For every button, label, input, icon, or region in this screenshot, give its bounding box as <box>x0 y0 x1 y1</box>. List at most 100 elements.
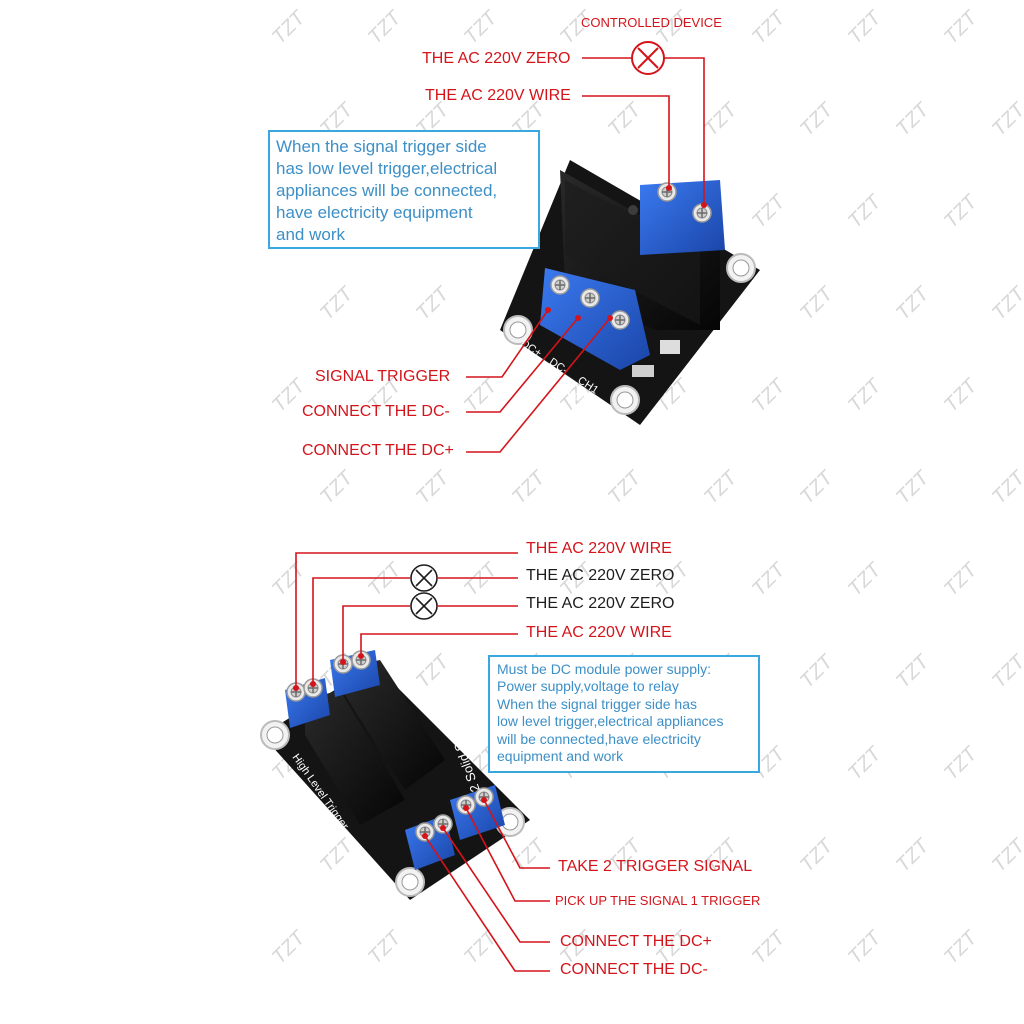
watermark-text: TZT <box>748 374 791 417</box>
watermark-text: TZT <box>892 650 935 693</box>
watermark-text: TZT <box>892 282 935 325</box>
watermark-text: TZT <box>412 650 455 693</box>
watermark-text: TZT <box>844 6 887 49</box>
watermark-text: TZT <box>988 282 1024 325</box>
top-note-line: have electricity equipment <box>276 203 473 222</box>
watermark-text: TZT <box>892 466 935 509</box>
bottom-connect-dc-minus-label: CONNECT THE DC- <box>560 961 708 978</box>
watermark-text: TZT <box>460 374 503 417</box>
bottom-load-symbol-1 <box>410 564 438 592</box>
bottom-note-line: will be connected,have electricity <box>497 730 701 747</box>
watermark-text: TZT <box>700 466 743 509</box>
bottom-dc-minus-line <box>424 835 550 972</box>
watermark-text: TZT <box>844 374 887 417</box>
bottom-wire-ends <box>293 653 487 839</box>
watermark-text: TZT <box>268 926 311 969</box>
watermark-text: TZT <box>748 6 791 49</box>
bottom-relay-1 <box>305 690 405 825</box>
watermark-text: TZT <box>364 926 407 969</box>
top-note-line: has low level trigger,electrical <box>276 159 498 178</box>
watermark-text: TZT <box>940 926 983 969</box>
watermark-text: TZT <box>268 6 311 49</box>
watermark-text: TZT <box>316 834 359 877</box>
bottom-ac-wire-2-line <box>360 633 518 656</box>
watermark-text: TZT <box>892 98 935 141</box>
watermark-text: TZT <box>988 98 1024 141</box>
bottom-ac-zero-2-line-a <box>342 605 410 662</box>
bottom-ac-zero-1-label: THE AC 220V ZERO <box>526 567 675 584</box>
top-signal-trigger-line <box>466 309 549 378</box>
top-dc-terminal-block <box>540 268 650 370</box>
watermark-text: TZT <box>268 558 311 601</box>
top-controlled-device-symbol <box>631 41 665 75</box>
watermark-text: TZT <box>460 558 503 601</box>
bottom-load-symbol-2 <box>410 592 438 620</box>
watermark-text: TZT <box>988 650 1024 693</box>
controlled-device-label: CONTROLLED DEVICE <box>581 15 722 30</box>
top-ac-zero-label: THE AC 220V ZERO <box>422 50 571 67</box>
watermark-text: TZT <box>412 282 455 325</box>
watermark-text: TZT <box>700 98 743 141</box>
watermark-text: TZT <box>796 466 839 509</box>
top-info-note: When the signal trigger side has low lev… <box>268 130 540 249</box>
bottom-wiring <box>295 552 550 972</box>
top-pin-header <box>660 340 680 354</box>
top-ac-screw-1 <box>657 182 677 202</box>
top-ac-wire-line <box>582 95 670 188</box>
watermark-text: TZT <box>940 190 983 233</box>
top-dc-plus-line <box>466 317 611 453</box>
bottom-mounting-hole-left <box>260 720 290 750</box>
watermark-text: TZT <box>364 558 407 601</box>
bottom-take-2-label: TAKE 2 TRIGGER SIGNAL <box>558 858 753 875</box>
watermark-text: TZT <box>316 466 359 509</box>
top-relay-face <box>565 180 700 325</box>
bottom-ac-wire-1-label: THE AC 220V WIRE <box>526 540 672 557</box>
watermark-text: TZT <box>460 6 503 49</box>
bottom-note-line: When the signal trigger side has <box>497 695 697 712</box>
bottom-pick-1-label: PICK UP THE SIGNAL 1 TRIGGER <box>555 893 761 908</box>
top-ac-zero-to-terminal <box>664 57 705 205</box>
top-relay-led <box>628 205 638 215</box>
watermark-text: TZT <box>988 466 1024 509</box>
watermark-text: TZT <box>508 834 551 877</box>
top-note-line: and work <box>276 225 345 244</box>
bottom-note-line: equipment and work <box>497 748 624 765</box>
dual-channel-ssr-board: High Level Trigger 2 Solid St <box>260 650 530 900</box>
bottom-ac-zero-2-label: THE AC 220V ZERO <box>526 595 675 612</box>
watermark-text: TZT <box>844 742 887 785</box>
watermark-text: TZT <box>940 6 983 49</box>
watermark-text: TZT <box>748 558 791 601</box>
bottom-connect-dc-plus-label: CONNECT THE DC+ <box>560 933 712 950</box>
watermark-text: TZT <box>892 834 935 877</box>
top-connect-dc-plus-label: CONNECT THE DC+ <box>302 442 454 459</box>
top-mounting-hole-right <box>726 253 756 283</box>
bottom-dc-plus-line <box>442 827 550 943</box>
watermark-text: TZT <box>844 558 887 601</box>
top-wiring <box>466 57 705 453</box>
watermark-text: TZT <box>508 466 551 509</box>
top-mounting-hole-bottom <box>610 385 640 415</box>
bottom-note-line: low level trigger,electrical appliances <box>497 713 724 730</box>
top-dc-minus-line <box>466 317 579 413</box>
bottom-note-line: Must be DC module power supply: <box>497 661 711 677</box>
watermark-text: TZT <box>844 190 887 233</box>
top-ac-wire-label: THE AC 220V WIRE <box>425 87 571 104</box>
watermark-text: TZT <box>940 558 983 601</box>
bottom-mounting-hole-bottom <box>395 867 425 897</box>
bottom-take-2-line <box>483 799 550 869</box>
top-connect-dc-minus-label: CONNECT THE DC- <box>302 403 450 420</box>
top-signal-trigger-label: SIGNAL TRIGGER <box>315 368 451 385</box>
watermark-text: TZT <box>412 466 455 509</box>
top-dc-screw-1 <box>550 275 570 295</box>
watermark-text: TZT <box>604 98 647 141</box>
watermark-text: TZT <box>844 926 887 969</box>
watermark-text: TZT <box>748 190 791 233</box>
watermark-text: TZT <box>796 282 839 325</box>
top-smd-component <box>632 365 654 377</box>
bottom-ac-wire-1-line <box>295 552 518 688</box>
top-dc-screw-3 <box>610 310 630 330</box>
watermark-text: TZT <box>796 834 839 877</box>
bottom-info-note: Must be DC module power supply: Power su… <box>488 655 760 773</box>
top-note-line: appliances will be connected, <box>276 181 498 200</box>
bottom-ac-wire-2-label: THE AC 220V WIRE <box>526 624 672 641</box>
